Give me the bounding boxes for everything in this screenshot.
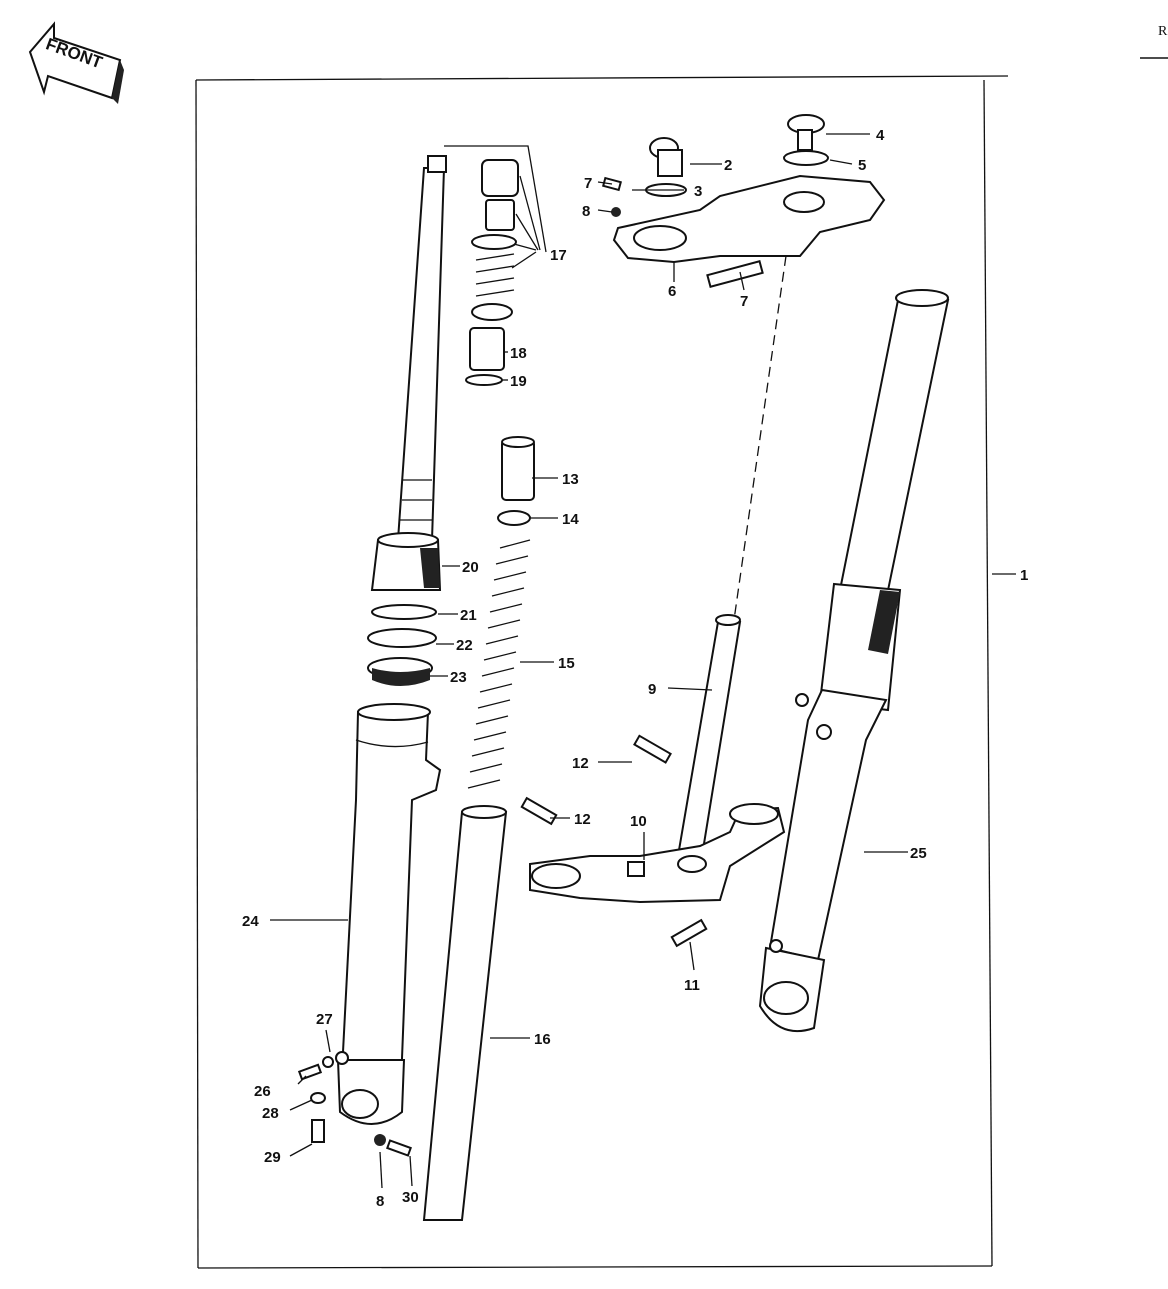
- fork-spring-coil: [467, 539, 531, 789]
- bottom-bracket: [520, 734, 786, 948]
- callout-23: 23: [450, 669, 467, 686]
- callout-17: 17: [550, 247, 567, 264]
- callout-9: 9: [648, 681, 656, 698]
- callout-18: 18: [510, 345, 527, 362]
- callout-1: 1: [1020, 567, 1028, 584]
- page-edge-letter: R: [1158, 24, 1168, 39]
- inner-tube-left: [396, 155, 447, 541]
- callout-26: 26: [254, 1083, 271, 1100]
- callout-3: 3: [694, 183, 702, 200]
- callout-8-top: 8: [582, 203, 590, 220]
- damper-cap-stack: [465, 159, 519, 386]
- callout-24: 24: [242, 913, 259, 930]
- callout-25: 25: [910, 845, 927, 862]
- callout-20: 20: [462, 559, 479, 576]
- callout-21: 21: [460, 607, 477, 624]
- callout-6: 6: [668, 283, 676, 300]
- steering-stem: [676, 255, 787, 857]
- callout-8-bottom: 8: [376, 1193, 384, 1210]
- spring-guide-collar: [497, 436, 535, 526]
- callout-27: 27: [316, 1011, 333, 1028]
- callout-5: 5: [858, 157, 866, 174]
- callout-30: 30: [402, 1189, 419, 1206]
- callout-labels: 1 2 3 4 5 6 7 7 8 9 10 11 12 12 13 14 15…: [242, 127, 1028, 1210]
- fork-seal-rings: [367, 604, 437, 686]
- callout-22: 22: [456, 637, 473, 654]
- assembly-frame: [195, 75, 1009, 1269]
- callout-12-lower: 12: [574, 811, 591, 828]
- leader-lines: [270, 133, 1016, 1189]
- callout-7-top: 7: [584, 175, 592, 192]
- left-drain-hardware: [297, 1056, 412, 1157]
- callout-11: 11: [684, 977, 700, 994]
- callout-14: 14: [562, 511, 579, 528]
- callout-19: 19: [510, 373, 527, 390]
- front-arrow-icon: FRONT: [28, 21, 124, 104]
- callout-15: 15: [558, 655, 575, 672]
- spring-seat-cone: [370, 532, 442, 591]
- callout-10: 10: [630, 813, 647, 830]
- callout-16: 16: [534, 1031, 551, 1048]
- callout-2: 2: [724, 157, 732, 174]
- top-bracket: [602, 114, 886, 289]
- callout-28: 28: [262, 1105, 279, 1122]
- damper-rod: [422, 805, 508, 1221]
- callout-7-right: 7: [740, 293, 748, 310]
- callout-12-upper: 12: [572, 755, 589, 772]
- callout-29: 29: [264, 1149, 281, 1166]
- outer-tube-left: [335, 703, 442, 1125]
- callout-4: 4: [876, 127, 885, 144]
- fork-assembly-right: [758, 289, 950, 1033]
- callout-13: 13: [562, 471, 579, 488]
